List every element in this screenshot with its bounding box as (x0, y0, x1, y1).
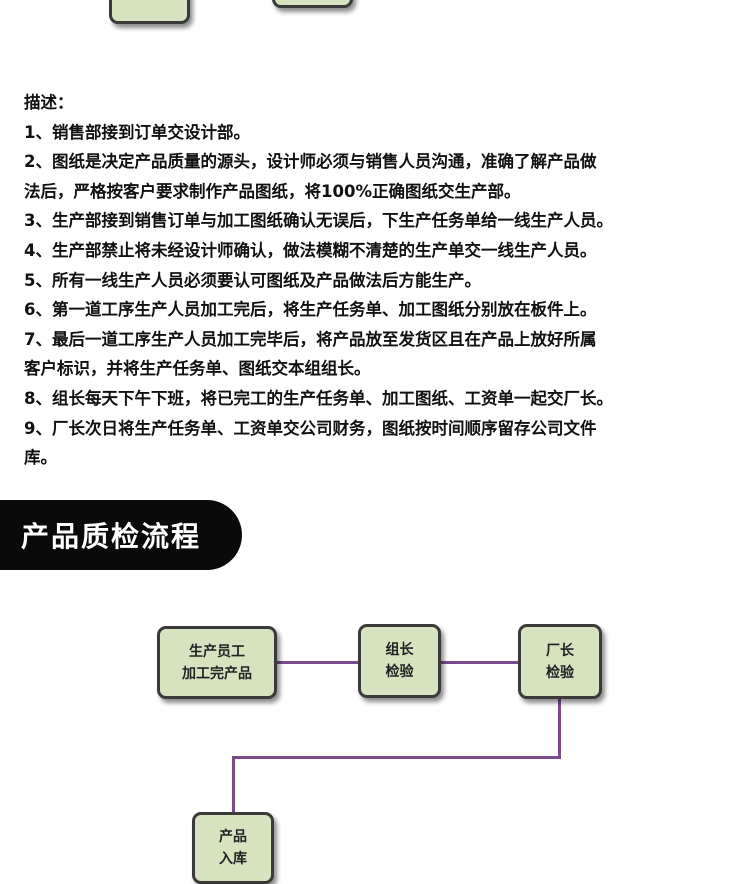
top-partial-node-right (272, 0, 353, 8)
description-line: 法后，严格按客户要求制作产品图纸，将100%正确图纸交生产部。 (24, 181, 521, 201)
flow-node-leader: 组长 检验 (358, 624, 441, 698)
flow-node-manager-line1: 厂长 (546, 642, 574, 659)
flow-node-leader-line2: 检验 (385, 664, 414, 680)
flow-node-storage-line2: 入库 (219, 851, 247, 867)
flow-node-storage-line1: 产品 (219, 829, 247, 845)
description-line: 9、厂长次日将生产任务单、工资单交公司财务，图纸按时间顺序留存公司文件 (24, 418, 597, 438)
flow-node-worker-line2: 加工完产品 (182, 665, 252, 682)
connector-worker-leader (275, 661, 360, 664)
top-partial-node-left-text: 长 (163, 0, 176, 3)
flow-node-worker: 生产员工 加工完产品 (157, 626, 277, 699)
description-line: 3、生产部接到销售订单与加工图纸确认无误后，下生产任务单给一线生产人员。 (24, 211, 613, 231)
description-line: 5、所有一线生产人员必须要认可图纸及产品做法后方能生产。 (24, 270, 481, 290)
description-line: 2、图纸是决定产品质量的源头，设计师必须与销售人员沟通，准确了解产品做 (24, 152, 597, 172)
description-line: 8、组长每天下午下班，将已完工的生产任务单、加工图纸、工资单一起交厂长。 (24, 388, 613, 408)
connector-to-storage (232, 756, 235, 815)
description-line: 客户标识，并将生产任务单、图纸交本组组长。 (24, 359, 371, 379)
section-title: 产品质检流程 (21, 520, 202, 553)
description-line: 6、第一道工序生产人员加工完后，将生产任务单、加工图纸分别放在板件上。 (24, 300, 597, 320)
flow-node-leader-line1: 组长 (385, 642, 414, 658)
connector-horizontal-return (232, 756, 561, 759)
flow-node-storage: 产品 入库 (192, 812, 274, 884)
description-line: 7、最后一道工序生产人员加工完毕后，将产品放至发货区且在产品上放好所属 (24, 329, 597, 349)
flow-node-manager: 厂长 检验 (518, 624, 602, 699)
description-line: 1、销售部接到订单交设计部。 (24, 122, 250, 142)
section-title-banner: 产品质检流程 (0, 500, 242, 570)
description-line: 4、生产部禁止将未经设计师确认，做法模糊不清楚的生产单交一线生产人员。 (24, 240, 597, 260)
top-partial-node-left: 长 (109, 0, 190, 24)
connector-leader-manager (440, 661, 520, 664)
flow-node-worker-line1: 生产员工 (189, 643, 245, 660)
description-block: 描述： 1、销售部接到订单交设计部。 2、图纸是决定产品质量的源头，设计师必须与… (24, 88, 740, 473)
connector-manager-down (558, 697, 561, 758)
description-line: 库。 (24, 448, 57, 468)
flow-node-manager-line2: 检验 (546, 664, 574, 681)
description-heading: 描述： (24, 93, 74, 112)
